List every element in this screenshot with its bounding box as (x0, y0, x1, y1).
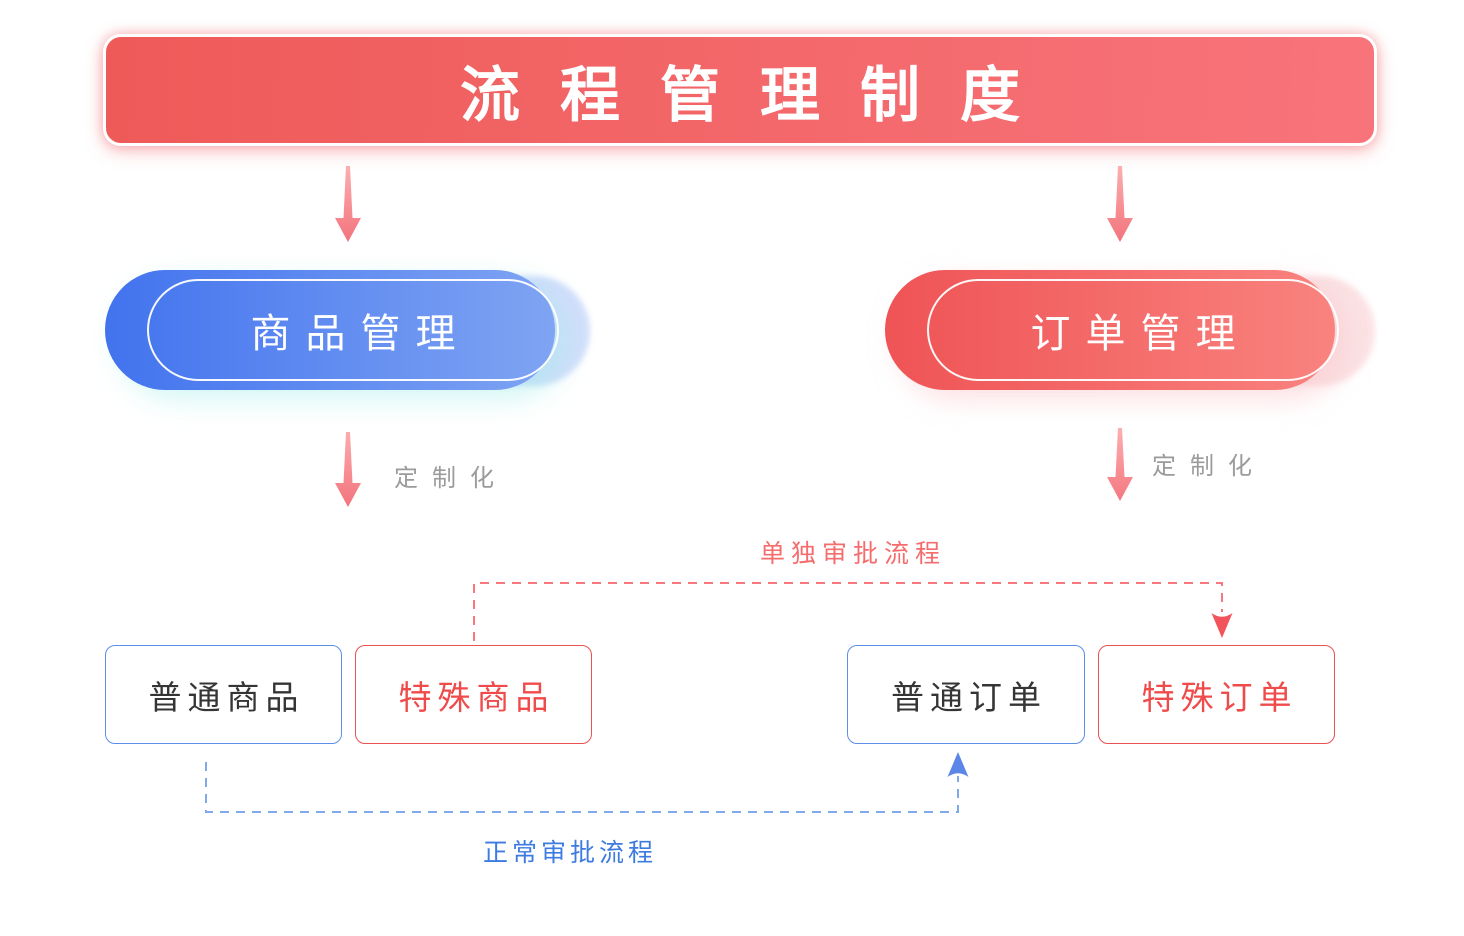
product-pill-outline: 商品管理 (147, 279, 559, 381)
down-arrow-icon (1107, 428, 1133, 501)
node-special-order-label: 特殊订单 (1141, 678, 1298, 716)
node-normal-product: 普通商品 (105, 645, 342, 744)
node-special-product-label: 特殊商品 (398, 678, 555, 716)
node-special-order: 特殊订单 (1098, 645, 1335, 744)
product-pill-label: 商品管理 (250, 312, 471, 356)
down-arrow-icon (1107, 166, 1133, 242)
node-normal-order-label: 普通订单 (891, 678, 1047, 716)
node-normal-product-label: 普通商品 (148, 678, 305, 716)
node-special-product: 特殊商品 (355, 645, 592, 744)
order-pill-outline: 订单管理 (927, 279, 1339, 381)
down-arrow-icon (335, 166, 361, 242)
separate-approval-label: 单独审批流程 (760, 540, 947, 568)
normal-approval-label: 正常审批流程 (483, 839, 658, 867)
customization-label-left: 定制化 (394, 465, 508, 492)
page-title: 流程管理制度 (460, 61, 1060, 129)
customization-label-right: 定制化 (1152, 453, 1266, 480)
normal-approval-arrowhead-icon (947, 752, 969, 777)
separate-approval-arrowhead-icon (1211, 613, 1233, 638)
separate-approval-path (473, 582, 1223, 641)
node-normal-order: 普通订单 (847, 645, 1085, 744)
down-arrow-icon (335, 432, 361, 507)
title-banner: 流程管理制度 (103, 34, 1377, 146)
normal-approval-path (205, 762, 959, 813)
order-pill-label: 订单管理 (1030, 312, 1251, 356)
